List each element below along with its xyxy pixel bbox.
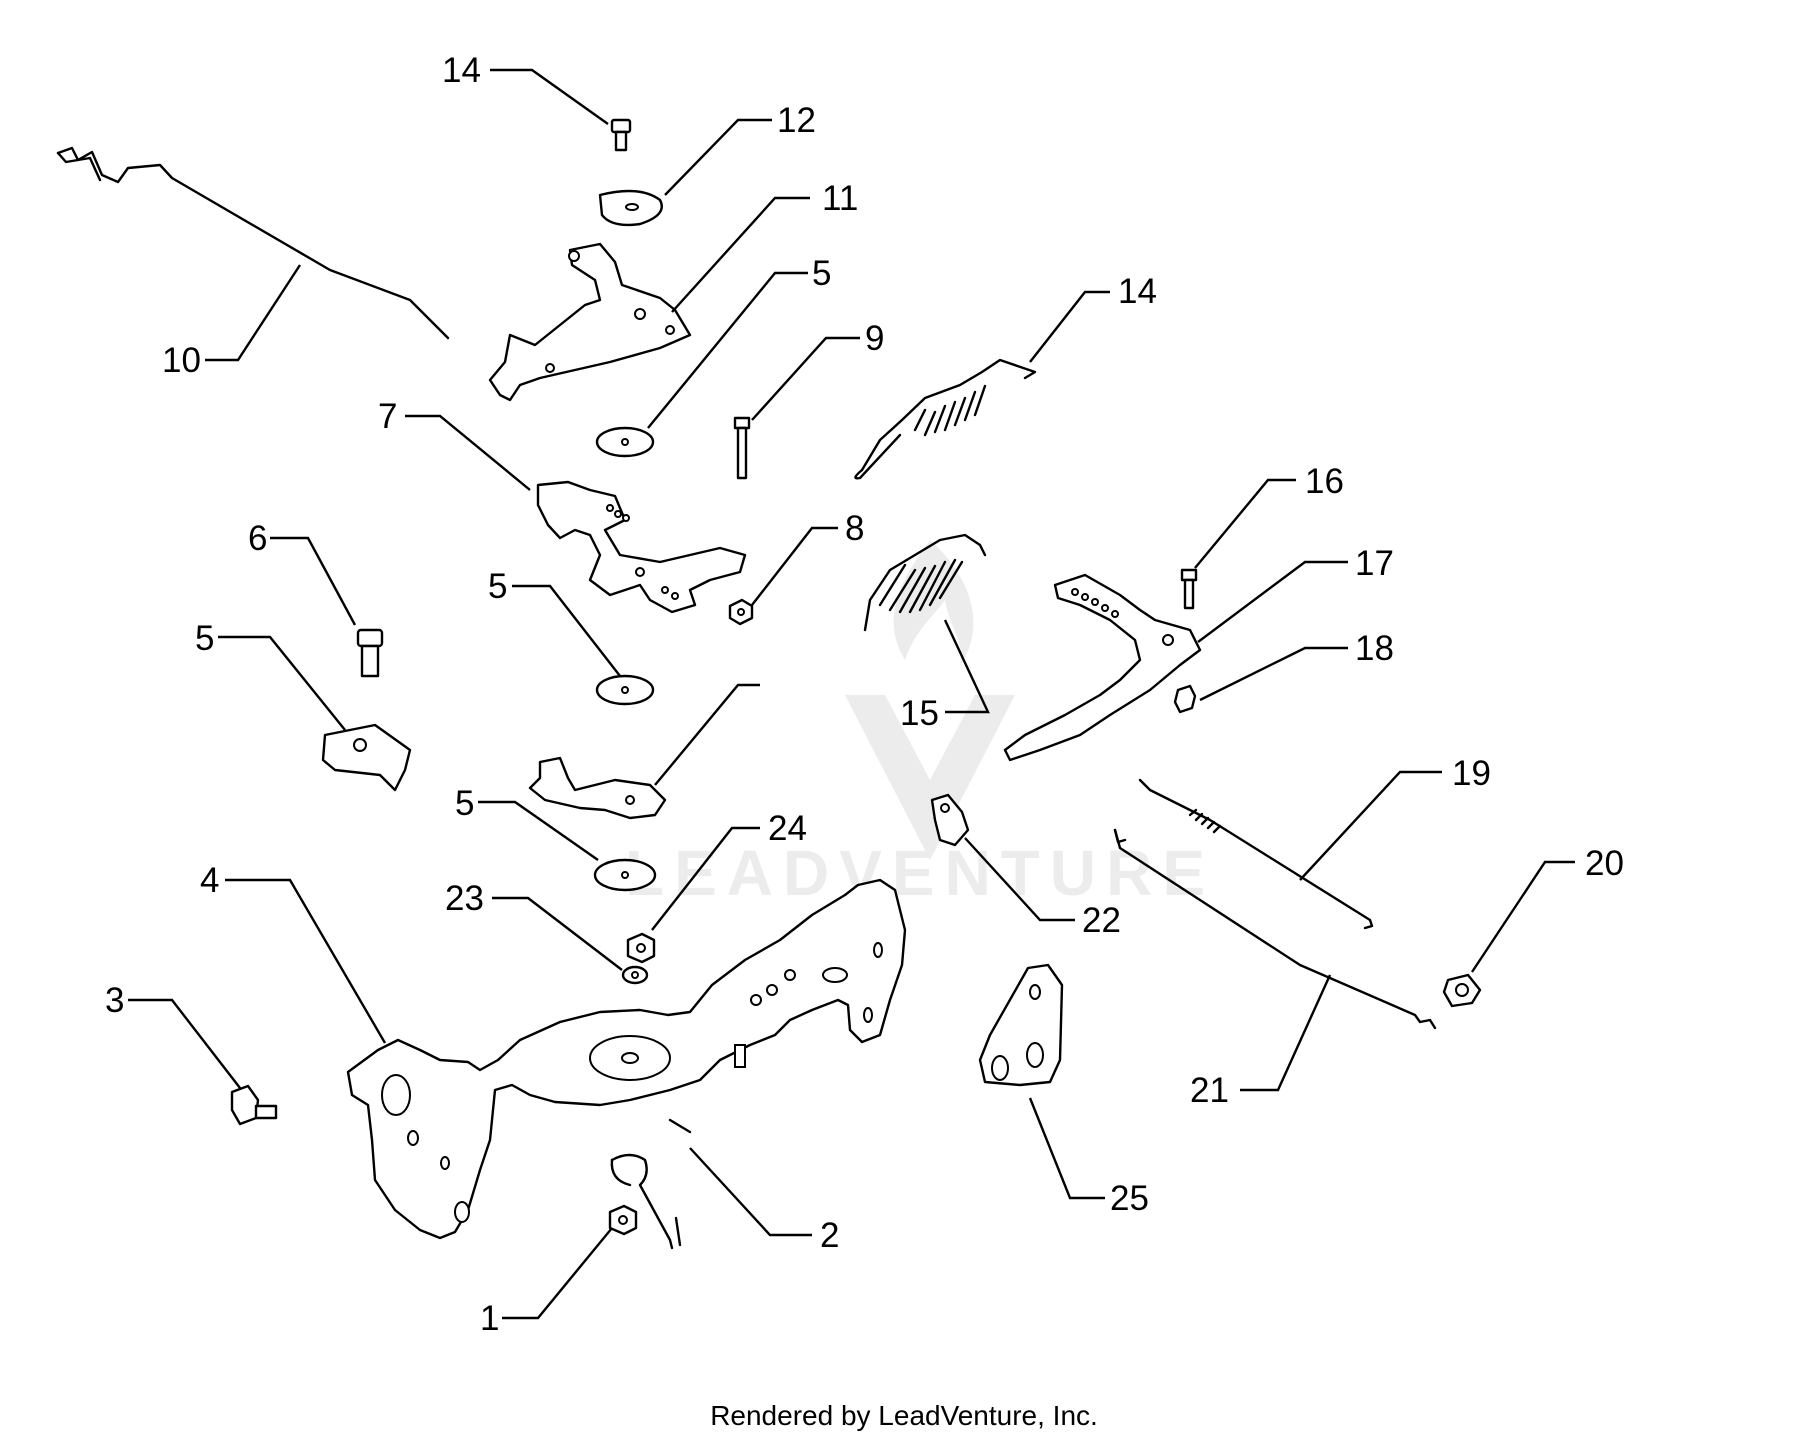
callout-12: 10	[162, 264, 302, 380]
footer-credit: Rendered by LeadVenture, Inc.	[710, 1400, 1098, 1431]
callout-15-label: 14	[442, 51, 481, 90]
callout-15: 14	[442, 51, 609, 125]
callout-13: 11	[671, 179, 858, 313]
callout-11-label: 9	[865, 319, 884, 358]
part-5-washer-low	[593, 858, 657, 892]
callout-1-label: 1	[480, 1299, 499, 1338]
callout-26: 24	[651, 809, 807, 931]
callout-22-label: 20	[1585, 844, 1624, 883]
part-17-spring	[863, 533, 987, 632]
part-16-spring	[854, 358, 1037, 480]
callout-27: 25	[1028, 1097, 1149, 1218]
part-5-washer-mid	[595, 674, 655, 706]
callout-1: 1	[480, 1227, 613, 1338]
part-23-rod	[1113, 828, 1437, 1030]
part-2-spring	[610, 1118, 692, 1250]
callout-3: 3	[105, 981, 241, 1089]
callout-14-label: 12	[777, 101, 816, 140]
part-12-wire-rod	[56, 146, 450, 340]
part-4-governor-bracket	[346, 878, 907, 1240]
callout-18: 16	[1194, 462, 1344, 569]
callout-4: 4	[200, 861, 387, 1044]
callout-10-label: 8	[845, 509, 864, 548]
part-22-grommet	[1442, 973, 1482, 1008]
callout-3-label: 3	[105, 981, 124, 1020]
callout-9-label-text: 7	[378, 397, 397, 436]
callout-5b: 5	[488, 567, 621, 677]
callout-21: 19	[1299, 754, 1491, 881]
callout-23-text: 21	[1190, 1071, 1229, 1110]
callout-14: 12	[664, 101, 816, 196]
callout-16: 14	[1029, 272, 1157, 363]
watermark-logo: LEADVENTURE	[625, 540, 1215, 909]
callout-13-label: 11	[822, 179, 858, 218]
callout-5b-label: 5	[488, 567, 507, 606]
callout-5c-value: 5	[455, 784, 474, 823]
part-24-connector	[930, 793, 970, 847]
callout-11: 9	[751, 319, 884, 421]
callout-22: 20	[1471, 844, 1624, 973]
part-20-nut	[1173, 684, 1197, 714]
callout-21-label: 19	[1452, 754, 1491, 793]
callout-27-label: 25	[1110, 1179, 1149, 1218]
callout-16-label: 14	[1118, 272, 1157, 311]
callout-7: 5	[195, 619, 346, 731]
callout-17: 15	[900, 619, 990, 733]
part-15-screw	[610, 118, 632, 152]
callout-2: 2	[689, 1147, 839, 1255]
part-9-throttle-lever	[536, 480, 747, 614]
part-18-screw	[1180, 568, 1198, 610]
part-26-nut	[626, 932, 656, 964]
part-3-bolt	[230, 1084, 278, 1126]
part-6-lever	[528, 756, 667, 820]
callout-10: 8	[751, 509, 864, 606]
callout-5c: 5	[455, 784, 599, 861]
callout-25-label: 23	[445, 879, 484, 918]
callout-12-label: 10	[162, 341, 201, 380]
part-25-washer	[621, 965, 649, 985]
part-21-cable	[1138, 778, 1374, 930]
part-10-nut	[728, 598, 754, 626]
callout-20: 18	[1199, 629, 1394, 702]
callout-26-label: 24	[768, 809, 807, 848]
part-13-bracket-lever	[488, 242, 692, 402]
part-5-washer-top	[595, 426, 655, 458]
callout-5a-label: 5	[812, 254, 831, 293]
part-8-bolt	[356, 628, 384, 678]
part-27-plate	[978, 963, 1064, 1087]
callout-19: 17	[1197, 544, 1394, 643]
part-14-washer-plate	[598, 189, 663, 227]
callout-23: 21	[1190, 974, 1332, 1110]
callout-9: 7	[378, 397, 531, 491]
part-7-clip	[321, 723, 412, 792]
callout-20-label: 18	[1355, 629, 1394, 668]
callout-25: 23	[445, 879, 623, 971]
watermark-text: LEADVENTURE	[625, 837, 1215, 909]
callout-18-label: 16	[1305, 462, 1344, 501]
callout-2-label: 2	[820, 1216, 839, 1255]
callout-19-label: 17	[1355, 544, 1394, 583]
callout-17-label: 15	[900, 694, 939, 733]
callout-24: 22	[964, 837, 1121, 940]
callout-7-text: 5	[195, 619, 214, 658]
callout-8-text: 6	[248, 519, 267, 558]
callout-8: 6	[248, 519, 357, 626]
callout-24-label: 22	[1082, 901, 1121, 940]
part-19-bracket	[1003, 573, 1202, 762]
part-1-nut	[608, 1204, 638, 1236]
callout-5a: 5	[647, 254, 831, 429]
part-11-screw	[733, 416, 751, 480]
callout-4-label: 4	[200, 861, 219, 900]
callout-6	[654, 683, 760, 786]
